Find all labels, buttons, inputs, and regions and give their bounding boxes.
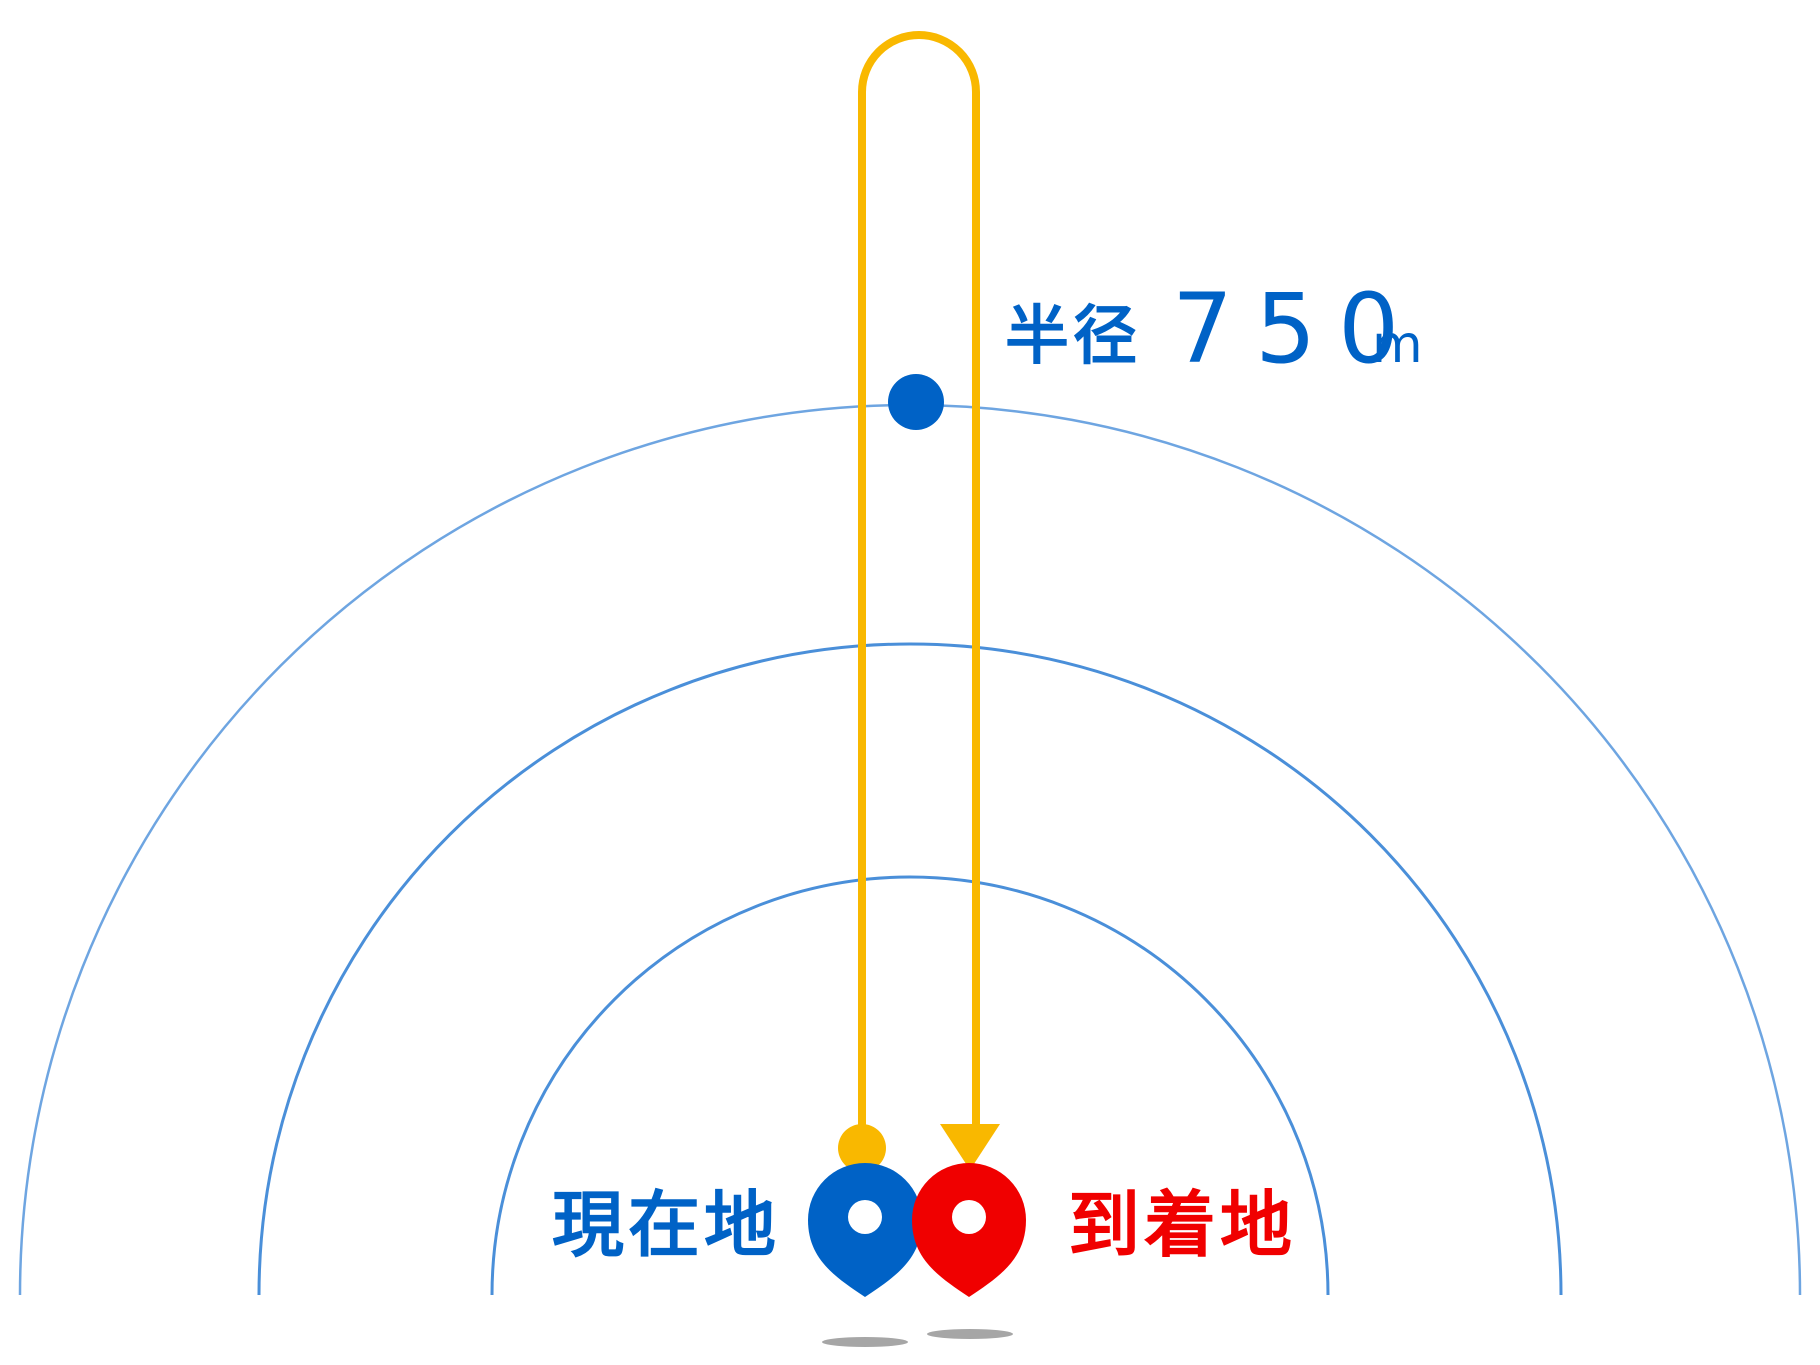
route-start-dot xyxy=(838,1124,886,1172)
map-pin-icon xyxy=(912,1163,1026,1297)
radius-label: 半径 750 m xyxy=(1005,273,1423,385)
route-path xyxy=(838,31,1000,1172)
range-rings xyxy=(18,403,1802,1296)
route-line xyxy=(858,31,980,1150)
origin-label: 現在地 xyxy=(552,1183,780,1267)
destination-label: 到着地 xyxy=(1068,1183,1296,1267)
radius-marker-dot xyxy=(888,374,944,430)
middle-ring xyxy=(257,642,1563,1296)
destination-pin-hole xyxy=(952,1200,986,1234)
origin-pin-hole xyxy=(848,1200,882,1234)
inner-ring xyxy=(490,875,1330,1296)
origin-pin-shadow xyxy=(822,1337,908,1347)
destination-pin-shadow xyxy=(927,1329,1013,1339)
radius-label-prefix: 半径 xyxy=(1005,300,1141,374)
radius-label-unit: m xyxy=(1372,315,1423,375)
arrow-down-icon xyxy=(940,1124,1000,1170)
outer-ring xyxy=(18,403,1802,1296)
radius-label-value: 750 xyxy=(1172,273,1421,385)
map-pin-icon xyxy=(808,1163,922,1297)
